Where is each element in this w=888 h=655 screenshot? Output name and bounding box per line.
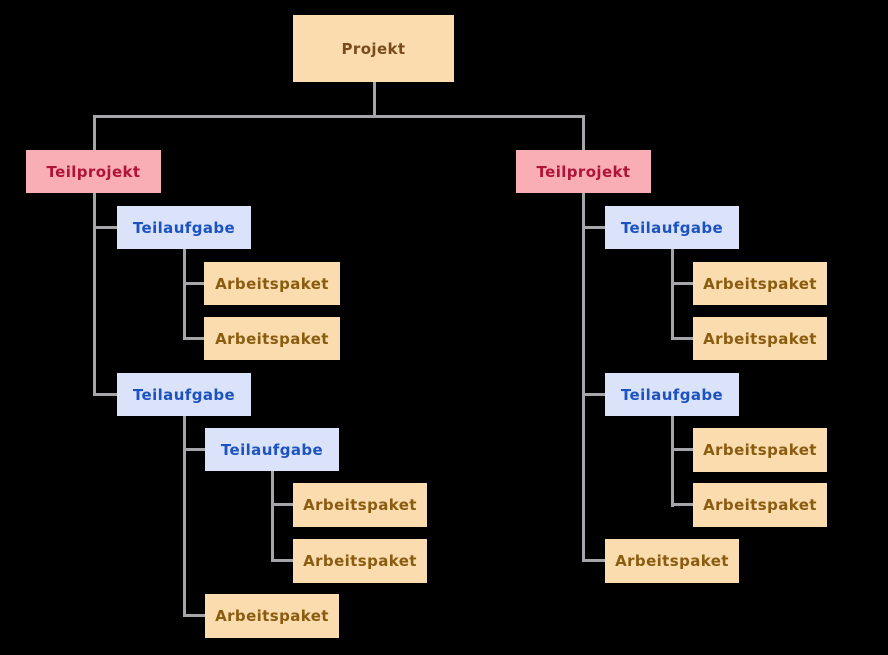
connector-elbow-ta-l2: [96, 393, 117, 396]
node-teilaufgabe-right-2: Teilaufgabe: [605, 373, 739, 416]
node-arbeitspaket-right-1b: Arbeitspaket: [693, 317, 827, 360]
node-arbeitspaket-left-3b: Arbeitspaket: [293, 539, 427, 583]
connector-elbow-ap-l3b: [274, 559, 293, 562]
connector-elbow-ap-l2c: [186, 614, 205, 617]
connector-trunk-ta-l2: [183, 416, 186, 617]
connector-elbow-ta-r2: [585, 393, 605, 396]
connector-drop-left: [93, 115, 96, 150]
connector-trunk-tp-right: [582, 193, 585, 562]
node-arbeitspaket-left-3a: Arbeitspaket: [293, 483, 427, 527]
connector-elbow-ta-l1: [96, 226, 117, 229]
connector-trunk-ta-l3: [271, 471, 274, 562]
connector-elbow-ap-l1a: [186, 282, 204, 285]
node-arbeitspaket-right-2b: Arbeitspaket: [693, 483, 827, 527]
connector-projekt-stub: [373, 82, 376, 116]
connector-elbow-ap-r2b: [674, 503, 693, 506]
connector-elbow-ap-l1b: [186, 337, 204, 340]
connector-trunk-ta-r1: [671, 249, 674, 340]
node-arbeitspaket-right-1a: Arbeitspaket: [693, 262, 827, 305]
node-arbeitspaket-right-2a: Arbeitspaket: [693, 428, 827, 472]
connector-trunk-ta-l1: [183, 249, 186, 340]
node-teilaufgabe-left-3: Teilaufgabe: [205, 428, 339, 471]
node-teilprojekt-left: Teilprojekt: [26, 150, 161, 193]
node-arbeitspaket-right-c: Arbeitspaket: [605, 539, 739, 583]
connector-trunk-ta-r2: [671, 416, 674, 507]
node-projekt: Projekt: [293, 15, 454, 82]
node-arbeitspaket-left-2c: Arbeitspaket: [205, 594, 339, 638]
connector-elbow-ap-rc: [585, 559, 605, 562]
node-arbeitspaket-left-1b: Arbeitspaket: [204, 317, 340, 360]
connector-trunk-tp-left: [93, 193, 96, 396]
node-arbeitspaket-left-1a: Arbeitspaket: [204, 262, 340, 305]
connector-top-rail: [93, 115, 585, 118]
connector-elbow-ta-l3: [186, 448, 205, 451]
node-teilaufgabe-left-1: Teilaufgabe: [117, 206, 251, 249]
node-teilaufgabe-right-1: Teilaufgabe: [605, 206, 739, 249]
connector-elbow-ta-r1: [585, 226, 605, 229]
connector-elbow-ap-r1a: [674, 282, 693, 285]
connector-elbow-ap-r1b: [674, 337, 693, 340]
connector-elbow-ap-r2a: [674, 448, 693, 451]
node-teilprojekt-right: Teilprojekt: [516, 150, 651, 193]
connector-elbow-ap-l3a: [274, 503, 293, 506]
node-teilaufgabe-left-2: Teilaufgabe: [117, 373, 251, 416]
connector-drop-right: [582, 115, 585, 150]
